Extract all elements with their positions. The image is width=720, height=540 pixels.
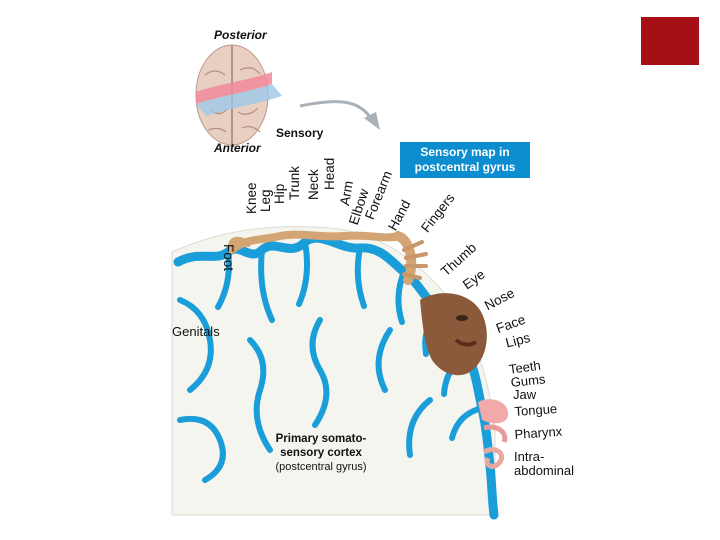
label-hip: Hip xyxy=(272,183,287,204)
label-jaw: Jaw xyxy=(513,387,537,402)
caption-line1: Primary somato- xyxy=(275,433,367,445)
fingers-shape xyxy=(402,240,428,280)
cortex-caption: Primary somato- sensory cortex (postcent… xyxy=(262,432,380,474)
pointer-arrow xyxy=(299,100,374,121)
brain-top-view xyxy=(195,44,282,146)
section-plane xyxy=(196,84,282,116)
postcentral-band xyxy=(196,72,272,104)
label-leg: Leg xyxy=(258,189,273,212)
tongue-shape xyxy=(478,399,509,424)
sensory-label: Sensory xyxy=(276,126,324,140)
label-knee: Knee xyxy=(244,182,259,214)
label-trunk: Trunk xyxy=(287,165,302,200)
face-shape xyxy=(420,293,487,376)
sensory-map-box: Sensory map in postcentral gyrus xyxy=(400,142,530,178)
caption-line2: sensory cortex xyxy=(280,447,362,459)
label-neck: Neck xyxy=(306,169,321,200)
pharynx-shape xyxy=(483,424,508,443)
genitals-label: Genitals xyxy=(172,324,220,339)
sulci xyxy=(177,239,485,483)
posterior-label: Posterior xyxy=(214,28,267,42)
map-box-line1: Sensory map in xyxy=(420,145,510,159)
label-foot: Foot xyxy=(221,244,236,272)
homunculus xyxy=(228,230,509,469)
accent-square xyxy=(641,17,699,65)
intestine-shape xyxy=(482,447,504,469)
label-tongue: Tongue xyxy=(514,401,558,419)
anterior-label: Anterior xyxy=(214,141,261,155)
label-intra: Intra- xyxy=(514,449,545,464)
lips-shape xyxy=(454,338,478,347)
foot-shape xyxy=(228,236,251,253)
label-abdominal: abdominal xyxy=(514,463,574,478)
label-head: Head xyxy=(322,157,337,190)
map-box-line2: postcentral gyrus xyxy=(414,160,516,174)
caption-line3: (postcentral gyrus) xyxy=(275,461,367,473)
